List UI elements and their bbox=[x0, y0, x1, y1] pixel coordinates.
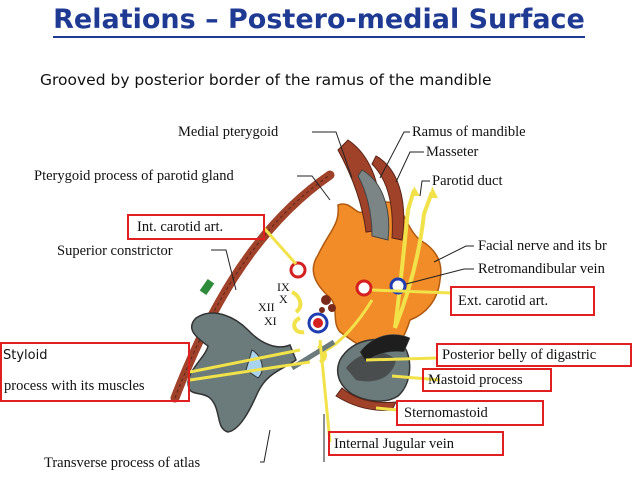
ext-carotid-label-box bbox=[450, 286, 595, 316]
masseter-shape bbox=[371, 155, 405, 241]
posterior-belly-label-box bbox=[436, 343, 632, 367]
slide-subtitle: Grooved by posterior border of the ramus… bbox=[40, 71, 492, 89]
nerve-xi-label: XI bbox=[264, 314, 277, 328]
parotid-duct-label: Parotid duct bbox=[432, 173, 503, 189]
internal-jugular-label-box bbox=[328, 431, 504, 456]
facial-nerve-label: Facial nerve and its br bbox=[478, 238, 607, 254]
int-carotid-label-box bbox=[127, 214, 265, 240]
masseter-label: Masseter bbox=[426, 144, 479, 160]
int-carotid-artery-shape bbox=[289, 261, 307, 279]
pterygoid-process-label: Pterygoid process of parotid gland bbox=[34, 168, 234, 184]
superior-constrictor-label: Superior constrictor bbox=[57, 243, 173, 259]
nerve-xii-label: XII bbox=[258, 300, 275, 314]
mastoid-process-label: Mastoid process bbox=[428, 372, 523, 388]
slide-title-text: Relations – Postero-medial Surface bbox=[53, 4, 585, 38]
medial-pterygoid-label: Medial pterygoid bbox=[178, 124, 279, 140]
styloid-label-line1: Styloid bbox=[3, 348, 48, 363]
retromandibular-vein-label: Retromandibular vein bbox=[478, 261, 605, 277]
posterior-belly-label: Posterior belly of digastric bbox=[442, 347, 597, 363]
ext-carotid-artery-shape bbox=[355, 279, 373, 297]
ramus-label: Ramus of mandible bbox=[412, 124, 526, 140]
digastric-shape bbox=[359, 334, 411, 363]
nerve-ix-label: IX bbox=[277, 280, 290, 294]
slide-title: Relations – Postero-medial Surface bbox=[0, 4, 638, 38]
ramus-bone-shape bbox=[357, 169, 390, 241]
sternomastoid-label-box bbox=[396, 400, 544, 426]
sternomastoid-label: Sternomastoid bbox=[404, 405, 488, 421]
styloid-label-box bbox=[0, 342, 190, 402]
nerve-x-label: X bbox=[279, 292, 288, 306]
mastoid-label-box bbox=[422, 368, 552, 392]
ext-carotid-label: Ext. carotid art. bbox=[458, 293, 549, 309]
transverse-process-label: Transverse process of atlas bbox=[44, 455, 201, 471]
parotid-gland-shape bbox=[312, 201, 442, 354]
styloid-label-line2: process with its muscles bbox=[4, 378, 145, 394]
internal-jugular-label: Internal Jugular vein bbox=[334, 436, 454, 452]
int-carotid-label: Int. carotid art. bbox=[137, 219, 224, 235]
